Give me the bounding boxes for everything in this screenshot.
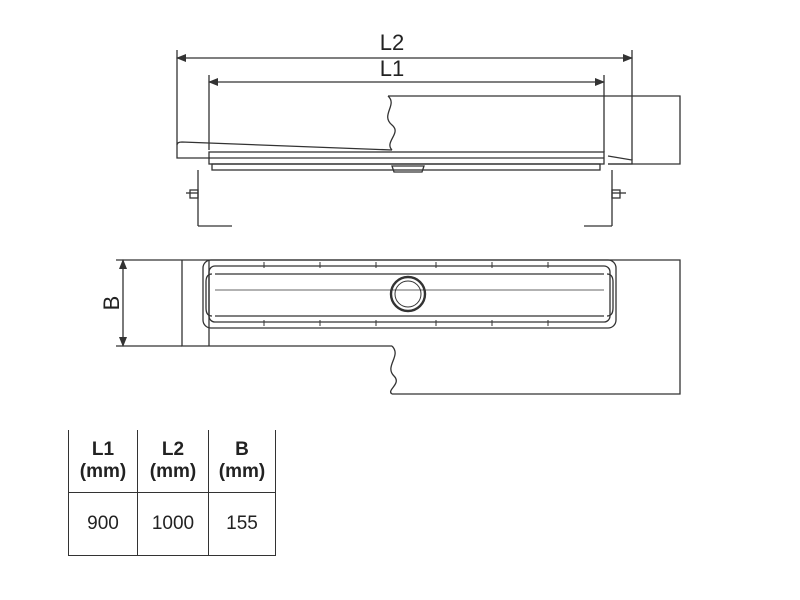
header-l2: L2 (mm) xyxy=(137,430,209,493)
spec-table-header-row: L1 (mm) L2 (mm) B (mm) xyxy=(68,430,276,493)
drain-channel-side xyxy=(208,151,633,173)
drain-outlet xyxy=(389,275,427,313)
floor-slab xyxy=(176,95,681,165)
spec-table: L1 (mm) L2 (mm) B (mm) 900 1000 155 xyxy=(68,430,276,556)
left-foot xyxy=(186,170,232,227)
floor-slab-top xyxy=(181,259,681,395)
drain-channel-top xyxy=(202,259,617,329)
grate-slots xyxy=(263,262,549,326)
l2-label: L2 xyxy=(380,30,404,55)
header-b: B (mm) xyxy=(208,430,276,493)
cell-b-value: 155 xyxy=(208,492,276,556)
cell-l2-value: 1000 xyxy=(137,492,209,556)
right-foot xyxy=(584,170,626,227)
l2-dimension-line xyxy=(176,50,633,160)
top-view: B xyxy=(99,259,681,395)
b-dimension-line xyxy=(116,259,182,347)
side-view: L2 L1 xyxy=(176,30,681,227)
cell-l1-value: 900 xyxy=(68,492,138,556)
l1-label: L1 xyxy=(380,56,404,81)
header-l1: L1 (mm) xyxy=(68,430,138,493)
b-label: B xyxy=(99,296,124,311)
table-row: 900 1000 155 xyxy=(68,492,276,556)
l1-dimension-line xyxy=(208,75,605,152)
